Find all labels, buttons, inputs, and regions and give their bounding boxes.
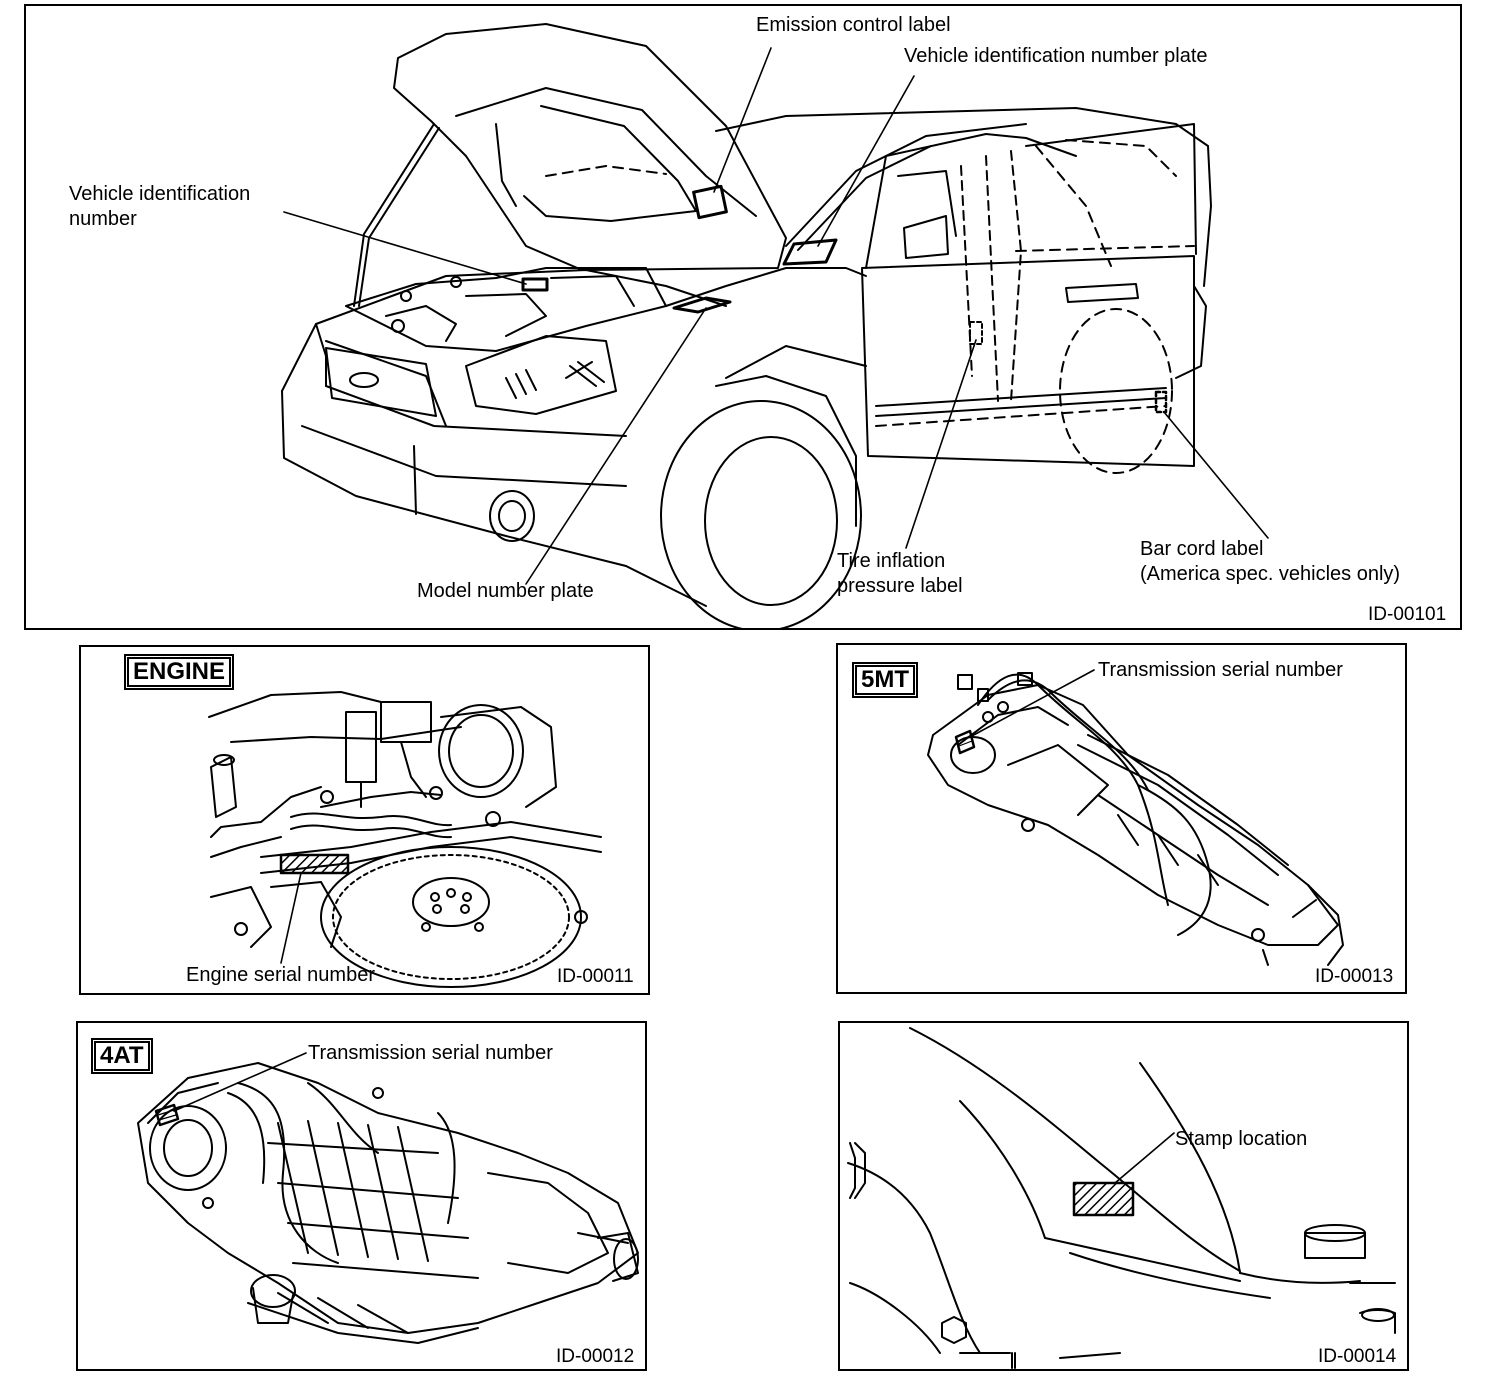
vin-marker (521, 277, 549, 292)
bar-code-label-marker (1154, 390, 1168, 414)
open-door (861, 255, 1195, 467)
figure-id: ID-00101 (1368, 604, 1447, 625)
engine-tag: ENGINE (127, 657, 232, 687)
figure-id: ID-00014 (1318, 1346, 1397, 1367)
rear-wheel (1059, 308, 1173, 474)
figure-id: ID-00013 (1315, 966, 1394, 987)
model-number-plate-marker (672, 296, 732, 314)
emission-control-label-marker (692, 184, 728, 220)
hood (393, 23, 787, 271)
figure-id: ID-00011 (557, 966, 634, 987)
boss (1304, 1232, 1366, 1259)
front-bumper (281, 390, 627, 567)
engine-drawing (208, 691, 602, 988)
transmission-housing (137, 1062, 639, 1334)
grille (325, 347, 437, 417)
leader-lines (283, 47, 1269, 585)
vehicle-overview-panel: Emission control label Vehicle identific… (24, 4, 1462, 630)
intake-component (345, 711, 377, 783)
transmission-5mt-panel: 5MT Transmission serial number ID-00013 (836, 643, 1407, 994)
vin-plate-label: Vehicle identification number plate (904, 45, 1208, 67)
stamp-location-marker (1072, 1181, 1135, 1217)
vin-plate-marker (782, 238, 838, 266)
figure-id: ID-00012 (556, 1346, 635, 1367)
5mt-tag: 5MT (855, 665, 915, 695)
fog-light (489, 490, 535, 542)
flywheel (320, 846, 582, 988)
model-number-plate-label: Model number plate (417, 580, 594, 602)
hood-strut (353, 123, 435, 307)
bar-code-label: Bar cord label (America spec. vehicles o… (1140, 538, 1401, 585)
headlight (465, 335, 617, 415)
transmission-housing (927, 684, 1339, 946)
transmission-serial-number-label: Transmission serial number (308, 1042, 553, 1064)
logo-emblem (349, 372, 379, 388)
front-wheel (660, 400, 862, 628)
vin-label: Vehicle identification number (69, 183, 251, 230)
stamp-location-panel: Stamp location ID-00014 (838, 1021, 1409, 1371)
hex-bolt (941, 1316, 967, 1344)
transmission-serial-marker (954, 729, 976, 755)
emission-control-label: Emission control label (756, 14, 951, 36)
tire-inflation-label: Tire inflation pressure label (837, 550, 963, 597)
transmission-5mt-drawing (927, 669, 1344, 966)
engine-serial-number-marker (279, 853, 350, 875)
tire-inflation-label-marker (969, 321, 983, 345)
engine-panel: ENGINE Engine serial number ID-00011 (79, 645, 650, 995)
throttle-body (438, 704, 524, 798)
transmission-4at-drawing (137, 1052, 639, 1344)
transmission-serial-number-label: Transmission serial number (1098, 659, 1343, 681)
engine-bay (345, 267, 667, 352)
transmission-4at-panel: 4AT Transmission serial number ID-00012 (76, 1021, 647, 1371)
4at-tag: 4AT (94, 1041, 150, 1071)
casting-edge (909, 1027, 1241, 1272)
stamp-location-drawing (847, 1027, 1396, 1369)
side-mirror (903, 215, 949, 259)
vehicle-drawing (281, 23, 1269, 628)
roof (715, 107, 1209, 147)
door-handle (1065, 283, 1139, 303)
stamp-location-label: Stamp location (1175, 1128, 1308, 1150)
engine-serial-number-label: Engine serial number (186, 964, 375, 986)
